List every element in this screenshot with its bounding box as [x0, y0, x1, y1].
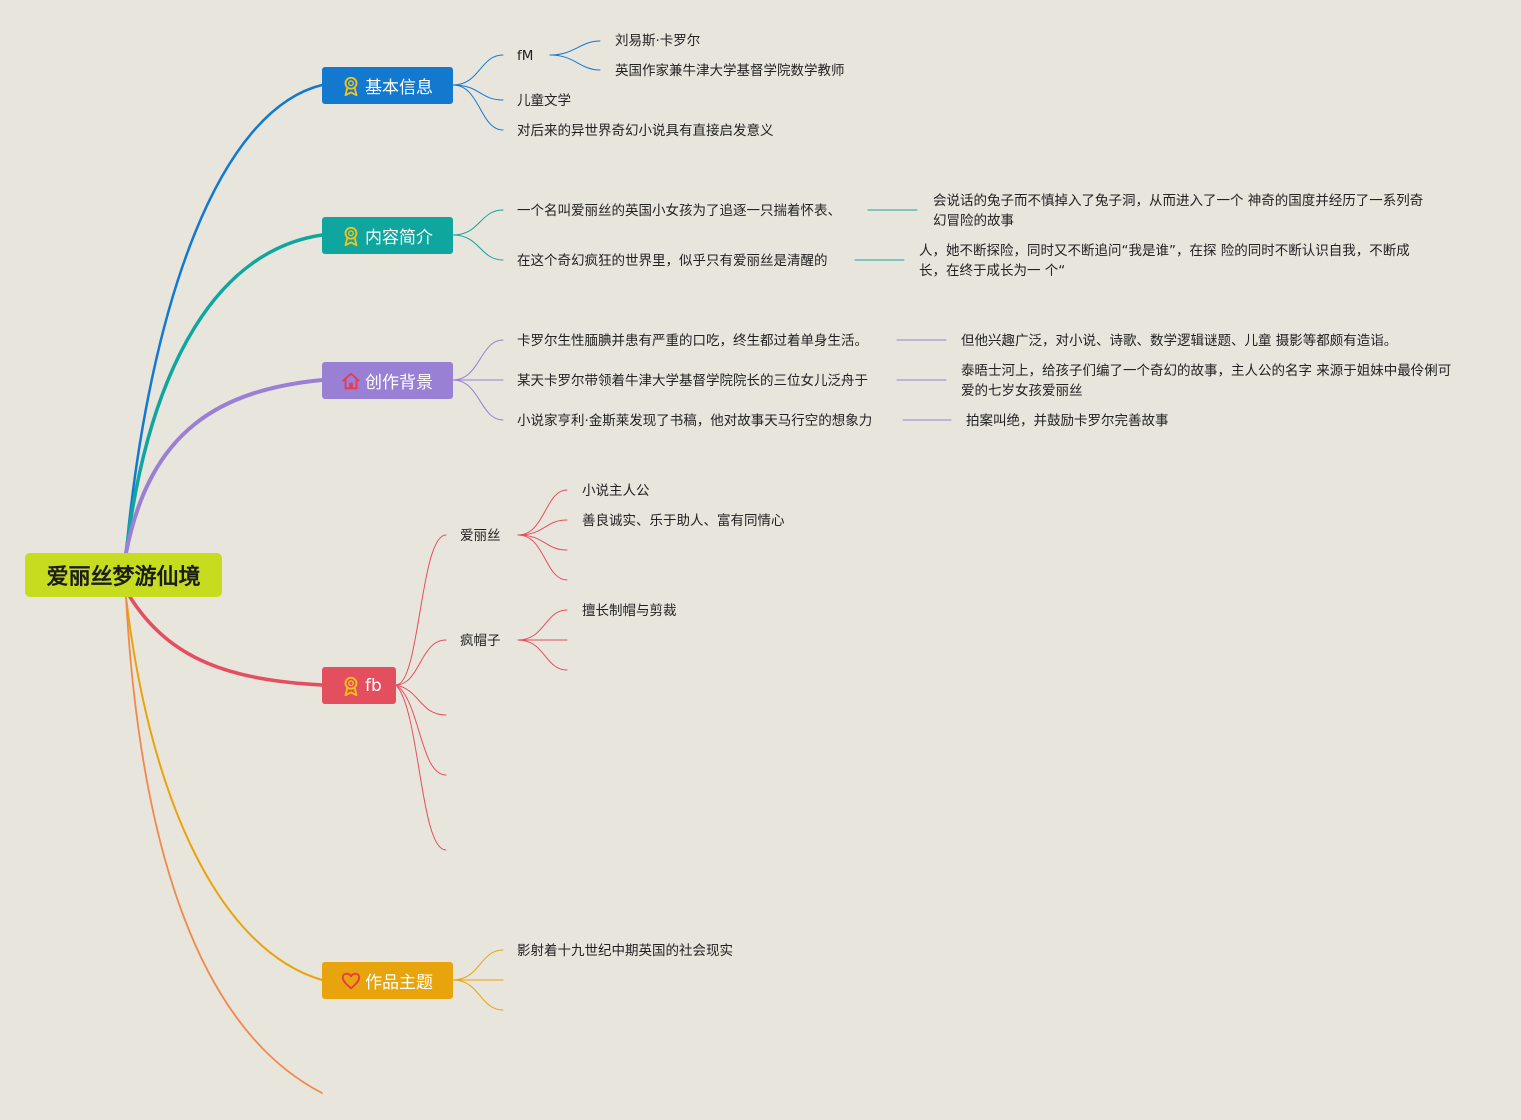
author-name[interactable]: 刘易斯·卡罗尔	[615, 33, 701, 49]
branch-label: 作品主题	[365, 973, 433, 993]
branch-label: fb	[365, 675, 382, 696]
branch-label: 创作背景	[365, 373, 433, 393]
author-desc[interactable]: 英国作家兼牛津大学基督学院数学教师	[615, 63, 845, 79]
background-item-2[interactable]: 某天卡罗尔带领着牛津大学基督学院院长的三位女儿泛舟于	[517, 373, 868, 389]
content-item-1-detail[interactable]: 会说话的兔子而不慎掉入了兔子洞，从而进入了一个 神奇的国度并经历了一系列奇幻冒险…	[933, 193, 1424, 229]
link-root-basic	[124, 83, 324, 555]
link-root-content	[124, 233, 324, 555]
award-ribbon-icon	[340, 675, 362, 697]
content-item-2[interactable]: 在这个奇幻疯狂的世界里，似乎只有爱丽丝是清醒的	[517, 253, 828, 269]
character-alice[interactable]: 爱丽丝	[460, 528, 501, 544]
content-item-1[interactable]: 一个名叫爱丽丝的英国小女孩为了追逐一只揣着怀表、	[517, 203, 841, 219]
branch-label: 基本信息	[365, 78, 433, 98]
author-label[interactable]: fM	[517, 48, 534, 64]
branch-theme[interactable]: 作品主题	[322, 962, 453, 999]
link-root-theme	[125, 596, 323, 981]
genre[interactable]: 儿童文学	[517, 93, 571, 109]
branch-label: 内容简介	[365, 228, 433, 248]
theme-item-1[interactable]: 影射着十九世纪中期英国的社会现实	[517, 943, 733, 959]
award-ribbon-icon	[340, 225, 362, 247]
link-root-orange	[125, 596, 323, 1094]
branch-fb[interactable]: fb	[322, 667, 396, 704]
branch-basic-info[interactable]: 基本信息	[322, 67, 453, 104]
background-item-2-detail[interactable]: 泰晤士河上，给孩子们编了一个奇幻的故事，主人公的名字 来源于姐妹中最伶俐可爱的七…	[961, 363, 1452, 399]
alice-role[interactable]: 小说主人公	[582, 483, 650, 499]
background-item-3[interactable]: 小说家亨利·金斯莱发现了书稿，他对故事天马行空的想象力	[517, 413, 873, 429]
root-topic[interactable]: 爱丽丝梦游仙境	[25, 553, 222, 597]
link-root-fb	[128, 595, 324, 687]
background-item-1[interactable]: 卡罗尔生性腼腆并患有严重的口吃，终生都过着单身生活。	[517, 333, 868, 349]
link-root-bg	[124, 378, 324, 555]
branch-creation-background[interactable]: 创作背景	[322, 362, 453, 399]
branch-content-summary[interactable]: 内容简介	[322, 217, 453, 254]
award-ribbon-icon	[340, 75, 362, 97]
content-item-2-detail[interactable]: 人，她不断探险，同时又不断追问“我是谁”，在探 险的同时不断认识自我，不断成长，…	[919, 243, 1410, 279]
character-hatter[interactable]: 疯帽子	[460, 633, 501, 649]
heart-icon	[340, 970, 362, 992]
alice-traits[interactable]: 善良诚实、乐于助人、富有同情心	[582, 513, 785, 529]
influence[interactable]: 对后来的异世界奇幻小说具有直接启发意义	[517, 123, 774, 139]
home-icon	[340, 370, 362, 392]
hatter-skill[interactable]: 擅长制帽与剪裁	[582, 603, 677, 619]
background-item-1-detail[interactable]: 但他兴趣广泛，对小说、诗歌、数学逻辑谜题、儿童 摄影等都颇有造诣。	[961, 333, 1398, 349]
background-item-3-detail[interactable]: 拍案叫绝，并鼓励卡罗尔完善故事	[966, 413, 1169, 429]
